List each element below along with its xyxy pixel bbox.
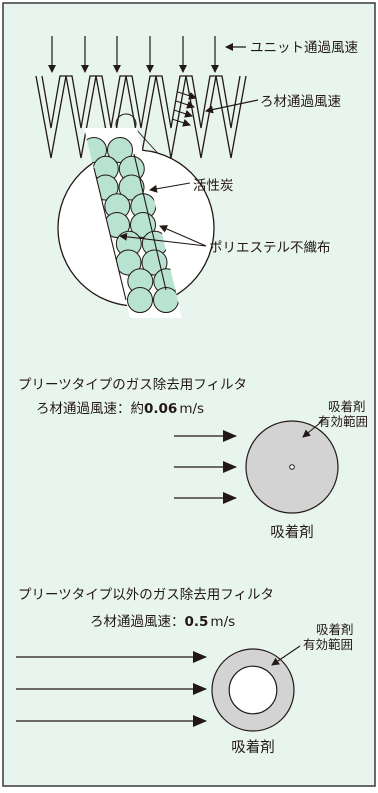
- polyester-nonwoven-leader-1: [159, 225, 207, 247]
- media-flow-arrow: [175, 100, 195, 109]
- other-depleted-core: [228, 665, 278, 715]
- pleated-media-inner: [41, 75, 241, 129]
- other-adsorbent-label: 吸着剤: [231, 739, 275, 756]
- activated-carbon-leader: [149, 182, 191, 193]
- other-callout-line1: 吸着剤: [316, 622, 354, 637]
- polyester-nonwoven-label: ポリエステル不織布: [209, 240, 331, 256]
- other-callout-line2: 有効範囲: [303, 637, 353, 652]
- pleated-filter-title: プリーツタイプのガス除去用フィルタ: [18, 377, 247, 393]
- activated-carbon-label: 活性炭: [193, 178, 234, 194]
- pleated-adsorbent-label: 吸着剤: [270, 524, 314, 541]
- activated-carbon-particle: [118, 174, 145, 201]
- pleated-depleted-core: [289, 464, 295, 470]
- pleated-callout-line2: 有効範囲: [318, 414, 368, 429]
- pleated-velocity-value: 0.06: [144, 401, 177, 417]
- panel-background: [2, 2, 376, 787]
- media-flow-arrow: [171, 118, 191, 127]
- polyester-nonwoven-leader-2: [119, 232, 207, 247]
- other-velocity-unit: m/s: [210, 614, 235, 630]
- other-effective-range-leader: [271, 645, 301, 666]
- pleated-velocity-unit: m/s: [179, 401, 204, 417]
- unit-velocity-label: ユニット通過風速: [250, 40, 358, 56]
- other-filter-title: プリーツタイプ以外のガス除去用フィルタ: [18, 587, 274, 603]
- media-velocity-label: ろ材通過風速: [260, 94, 341, 110]
- pleated-velocity-prefix: ろ材通過風速：約: [36, 401, 144, 417]
- media-flow-arrow: [177, 91, 197, 100]
- other-airflow-arrows: [16, 651, 207, 727]
- media-flow-arrow: [173, 109, 193, 118]
- other-velocity-prefix: ろ材通過風速：: [90, 614, 185, 630]
- unit-airflow-arrows: [48, 36, 219, 73]
- media-velocity-leader: [205, 99, 259, 114]
- pleated-effective-range-leader: [302, 417, 327, 438]
- other-velocity-value: 0.5: [185, 614, 209, 630]
- pleated-airflow-arrows: [174, 430, 237, 504]
- media-cross-section-edge-right: [133, 153, 167, 291]
- media-flow-arrows: [171, 91, 197, 127]
- activated-carbon-particle: [107, 137, 133, 163]
- pleated-callout-line1: 吸着剤: [328, 399, 366, 414]
- media-cross-section-edge-left: [93, 167, 127, 301]
- activated-carbon-particle: [153, 287, 179, 313]
- activated-carbon-particle: [127, 287, 153, 313]
